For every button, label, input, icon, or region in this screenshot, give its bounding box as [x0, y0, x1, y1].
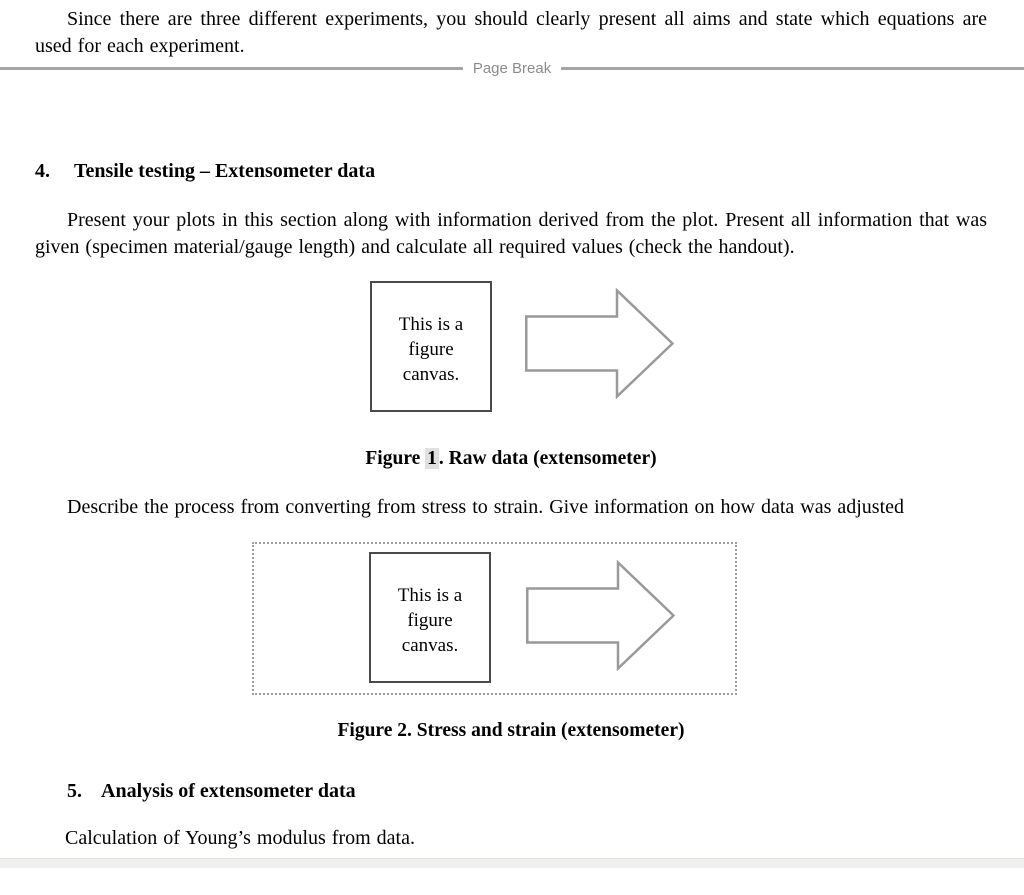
figure-1-caption-suffix: . Raw data (extensometer) — [438, 448, 657, 469]
page-break-line-left — [0, 66, 463, 70]
page-break-divider: Page Break — [0, 59, 1024, 77]
figure-2-caption[interactable]: Figure 2. Stress and strain (extensomete… — [35, 717, 987, 744]
figure-1-area: This is a figure canvas. — [0, 281, 1024, 412]
section-heading-4[interactable]: 4. Tensile testing – Extensometer data — [35, 158, 987, 185]
section-4-title: Tensile testing – Extensometer data — [74, 160, 376, 182]
section-5-number: 5. — [67, 780, 82, 802]
right-arrow-shape[interactable] — [526, 560, 675, 671]
figure-1-caption-prefix: Figure — [365, 448, 426, 469]
canvas-text-line: This is a — [397, 585, 463, 606]
page-break-label: Page Break — [472, 59, 552, 77]
bottom-strip — [0, 858, 1024, 868]
document-page: Since there are three different experime… — [0, 8, 1024, 868]
page-break-line-right — [561, 66, 1024, 70]
figure-canvas-box[interactable]: This is a figure canvas. — [369, 552, 491, 683]
section-heading-5[interactable]: 5. Analysis of extensometer data — [67, 778, 987, 805]
figure-2-caption-suffix: . Stress and strain (extensometer) — [407, 720, 685, 741]
figure-number-field[interactable]: 1 — [425, 448, 439, 469]
canvas-text-line: This is a — [398, 314, 464, 335]
figure-2-caption-prefix: Figure — [337, 720, 398, 741]
present-plots-paragraph[interactable]: Present your plots in this section along… — [35, 209, 987, 258]
canvas-text-line: canvas. — [402, 364, 460, 385]
canvas-text-line: figure — [408, 339, 454, 360]
section-4-number: 4. — [35, 160, 50, 182]
calculation-paragraph[interactable]: Calculation of Young’s modulus from data… — [65, 827, 415, 849]
figure-canvas-box[interactable]: This is a figure canvas. — [370, 281, 492, 412]
canvas-text-line: figure — [407, 610, 453, 631]
intro-paragraph[interactable]: Since there are three different experime… — [35, 8, 987, 57]
drawing-canvas[interactable]: This is a figure canvas. — [252, 542, 737, 695]
canvas-text-line: canvas. — [401, 635, 459, 656]
figure-1-caption[interactable]: Figure 1. Raw data (extensometer) — [35, 445, 987, 472]
section-5-title: Analysis of extensometer data — [101, 780, 356, 802]
figure-2-number: 2 — [397, 720, 408, 741]
describe-paragraph[interactable]: Describe the process from converting fro… — [67, 496, 905, 518]
right-arrow-shape[interactable] — [525, 288, 674, 399]
